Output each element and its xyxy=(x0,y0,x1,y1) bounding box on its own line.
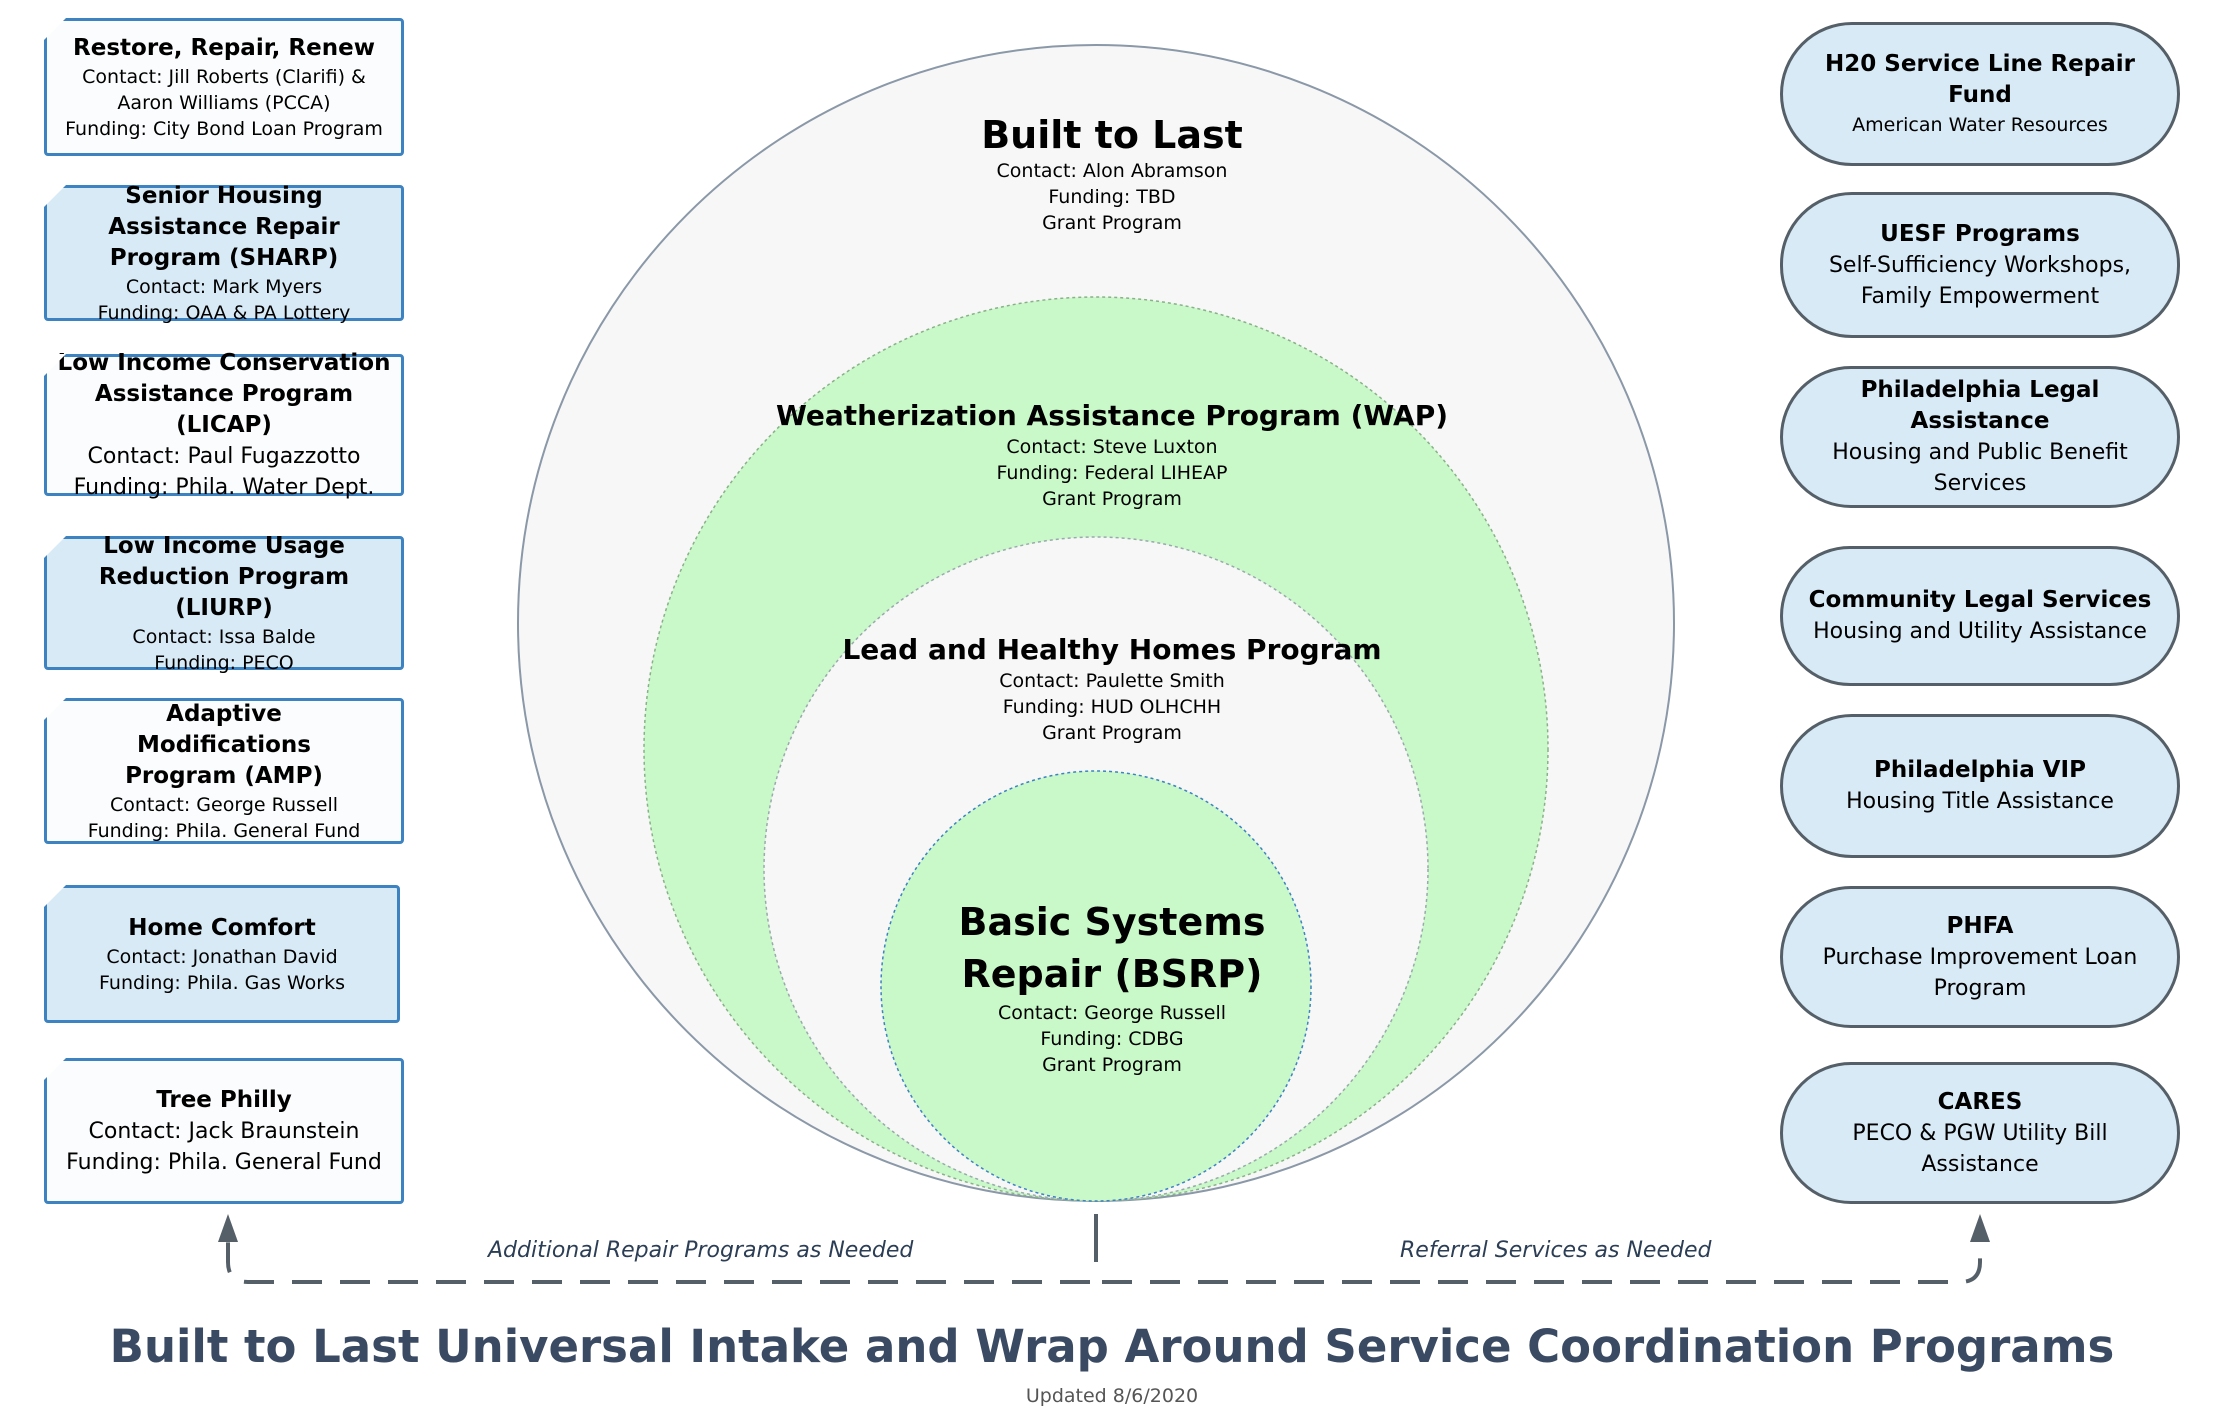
service-detail: Housing and Utility Assistance xyxy=(1813,619,2147,644)
program-contact: Contact: Jonathan David xyxy=(106,945,338,968)
box-notch xyxy=(44,698,66,720)
service-pill-phila-vip: Philadelphia VIP Housing Title Assistanc… xyxy=(1780,714,2180,858)
service-detail: Housing Title Assistance xyxy=(1846,789,2114,814)
program-contact: Contact: Paul Fugazzotto xyxy=(87,443,361,469)
left-arrowhead-icon xyxy=(218,1214,238,1242)
program-funding: Funding: Phila. Gas Works xyxy=(99,971,345,994)
program-funding: Funding: Phila. Water Dept. xyxy=(73,474,375,500)
circle-program-type: Grant Program xyxy=(1042,1054,1182,1076)
circle-title: Weatherization Assistance Program (WAP) xyxy=(775,399,1449,432)
referral-services-label: Referral Services as Needed xyxy=(1400,1238,1712,1263)
circle-contact: Contact: George Russell xyxy=(997,1002,1227,1024)
service-detail: Self-Sufficiency Workshops, Family Empow… xyxy=(1828,252,2132,309)
circle-contact: Contact: Paulette Smith xyxy=(999,670,1225,692)
service-pill-community-legal: Community Legal Services Housing and Uti… xyxy=(1780,546,2180,686)
circle-program-type: Grant Program xyxy=(1042,212,1182,234)
service-title: H20 Service Line Repair Fund xyxy=(1825,51,2135,108)
program-box-home-comfort: Home Comfort Contact: Jonathan David Fun… xyxy=(44,885,400,1023)
program-contact: Contact: Jack Braunstein xyxy=(88,1118,360,1144)
service-title: UESF Programs xyxy=(1880,220,2080,247)
program-contact: Contact: George Russell xyxy=(109,793,339,816)
program-title: Adaptive Modifications Program (AMP) xyxy=(125,700,323,789)
service-detail: Housing and Public Benefit Services xyxy=(1832,440,2128,496)
service-title: PHFA xyxy=(1946,912,2014,939)
program-title: Senior Housing Assistance Repair Program… xyxy=(108,182,340,271)
bsrp-label: Basic Systems Repair (BSRP) Contact: Geo… xyxy=(0,896,2224,1078)
program-title: Home Comfort xyxy=(128,914,316,941)
service-title: Philadelphia VIP xyxy=(1874,757,2086,783)
program-box-sharp: Senior Housing Assistance Repair Program… xyxy=(44,183,404,324)
program-box-licap: Low Income Conservation Assistance Progr… xyxy=(44,350,404,500)
service-detail: PECO & PGW Utility Bill Assistance xyxy=(1852,1120,2108,1177)
service-title: Philadelphia Legal Assistance xyxy=(1860,377,2100,434)
left-flow-line xyxy=(226,1236,1090,1284)
right-arrowhead-icon xyxy=(1970,1214,1990,1242)
box-notch xyxy=(44,885,66,907)
circle-program-type: Grant Program xyxy=(1042,488,1182,510)
box-notch xyxy=(44,185,66,207)
service-detail: American Water Resources xyxy=(1852,114,2108,136)
service-pill-uesf: UESF Programs Self-Sufficiency Workshops… xyxy=(1780,192,2180,338)
right-flow-line xyxy=(1102,1236,1982,1284)
program-box-restore-repair-renew: Restore, Repair, Renew Contact: Jill Rob… xyxy=(44,18,404,156)
circle-funding: Funding: HUD OLHCHH xyxy=(1002,696,1222,718)
circle-program-type: Grant Program xyxy=(1042,722,1182,744)
program-funding: Funding: Phila. General Fund xyxy=(87,819,361,842)
circle-funding: Funding: TBD xyxy=(1048,186,1176,208)
program-funding: Funding: Phila. General Fund xyxy=(66,1149,382,1175)
built-to-last-label: Built to Last Contact: Alon Abramson Fun… xyxy=(0,112,2224,236)
wap-label: Weatherization Assistance Program (WAP) … xyxy=(0,398,2224,512)
program-box-liurp: Low Income Usage Reduction Program (LIUR… xyxy=(44,533,404,674)
service-title: CARES xyxy=(1937,1088,2023,1115)
circle-contact: Contact: Steve Luxton xyxy=(1006,436,1218,458)
program-funding: Funding: OAA & PA Lottery xyxy=(97,301,351,324)
box-notch xyxy=(44,18,66,40)
page-title: Built to Last Universal Intake and Wrap … xyxy=(109,1320,2115,1373)
service-title: Community Legal Services xyxy=(1808,587,2152,613)
program-title: Low Income Conservation Assistance Progr… xyxy=(57,349,391,438)
service-pill-phfa: PHFA Purchase Improvement Loan Program xyxy=(1780,886,2180,1028)
circle-title: Lead and Healthy Homes Program xyxy=(842,633,1382,666)
service-pill-phila-legal: Philadelphia Legal Assistance Housing an… xyxy=(1780,366,2180,508)
circle-bsrp xyxy=(880,770,1312,1202)
updated-date: Updated 8/6/2020 xyxy=(1025,1385,1199,1407)
program-box-amp: Adaptive Modifications Program (AMP) Con… xyxy=(44,698,404,844)
additional-repair-label: Additional Repair Programs as Needed xyxy=(488,1238,914,1263)
program-contact: Contact: Mark Myers xyxy=(125,275,323,298)
program-funding: Funding: PECO xyxy=(154,651,294,674)
service-detail: Purchase Improvement Loan Program xyxy=(1822,944,2138,1001)
program-title: Tree Philly xyxy=(156,1086,292,1113)
service-pill-cares: CARES PECO & PGW Utility Bill Assistance xyxy=(1780,1062,2180,1204)
program-contact: Contact: Jill Roberts (Clarifi) & xyxy=(82,65,366,88)
program-contact: Aaron Williams (PCCA) xyxy=(117,91,331,114)
box-notch xyxy=(44,1058,66,1080)
box-notch xyxy=(44,354,66,376)
circle-contact: Contact: Alon Abramson xyxy=(996,160,1228,182)
lead-healthy-homes-label: Lead and Healthy Homes Program Contact: … xyxy=(0,632,2224,746)
program-contact: Contact: Issa Balde xyxy=(132,625,316,648)
program-title: Restore, Repair, Renew xyxy=(73,34,375,61)
circle-funding: Funding: CDBG xyxy=(1040,1028,1184,1050)
program-box-tree-philly: Tree Philly Contact: Jack Braunstein Fun… xyxy=(44,1058,404,1204)
circle-title: Built to Last xyxy=(981,113,1243,157)
program-title: Low Income Usage Reduction Program (LIUR… xyxy=(98,532,350,621)
box-notch xyxy=(44,536,66,558)
service-pill-h20: H20 Service Line Repair Fund American Wa… xyxy=(1780,22,2180,166)
program-funding: Funding: City Bond Loan Program xyxy=(65,117,383,140)
circle-funding: Funding: Federal LIHEAP xyxy=(996,462,1228,484)
circle-title-line1: Basic Systems xyxy=(958,900,1266,944)
circle-title-line2: Repair (BSRP) xyxy=(961,952,1263,996)
